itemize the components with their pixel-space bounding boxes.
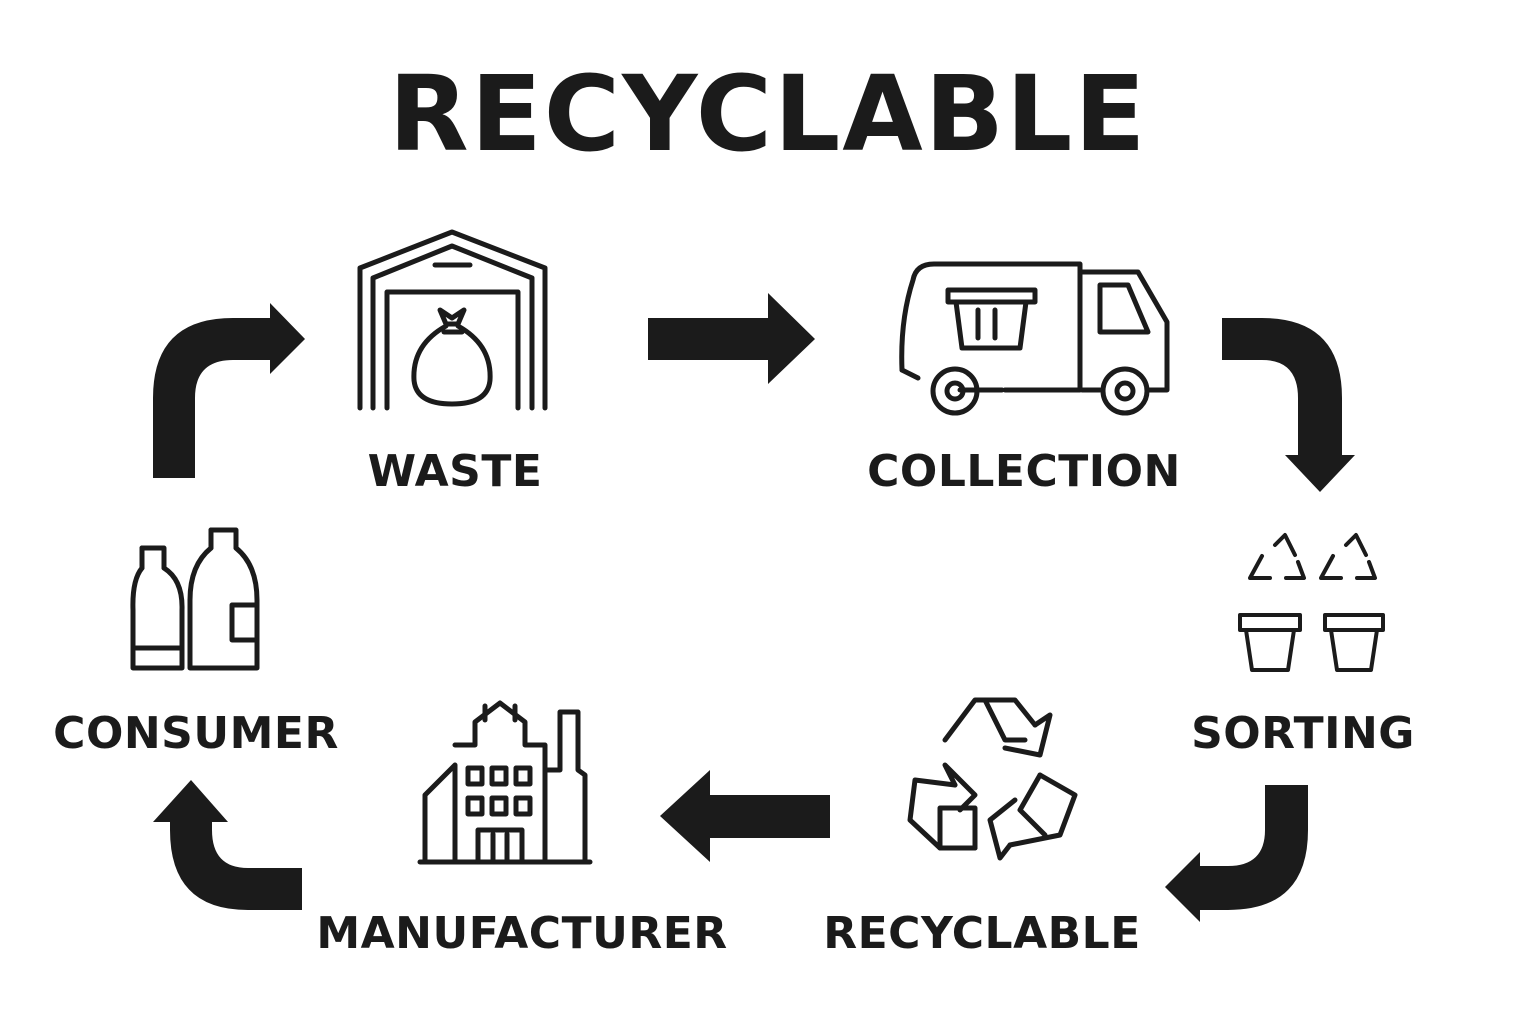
arrow-waste-to-collection [648,293,815,384]
arrow-consumer-to-waste [153,303,305,478]
recycle-symbol-icon [907,697,1078,861]
factory-icon [417,700,593,865]
warehouse-trash-bag-icon [357,229,548,411]
stage-label-consumer: CONSUMER [53,708,339,759]
arrow-recyclable-to-manufacturer [660,770,830,862]
stage-label-recyclable: RECYCLABLE [823,908,1141,959]
sorting-bins-icon [1238,533,1385,672]
arrow-sorting-to-recyclable [1165,785,1308,922]
stage-label-manufacturer: MANUFACTURER [316,908,728,959]
arrow-manufacturer-to-consumer [153,780,302,910]
arrow-collection-to-sorting [1222,318,1355,492]
garbage-truck-icon [899,261,1170,416]
stage-label-sorting: SORTING [1191,708,1415,759]
diagram-title: RECYCLABLE [388,53,1148,175]
flow-arrows [153,293,1355,922]
stage-label-collection: COLLECTION [867,446,1181,497]
stage-label-waste: WASTE [367,446,543,497]
bottles-icon [130,527,260,671]
